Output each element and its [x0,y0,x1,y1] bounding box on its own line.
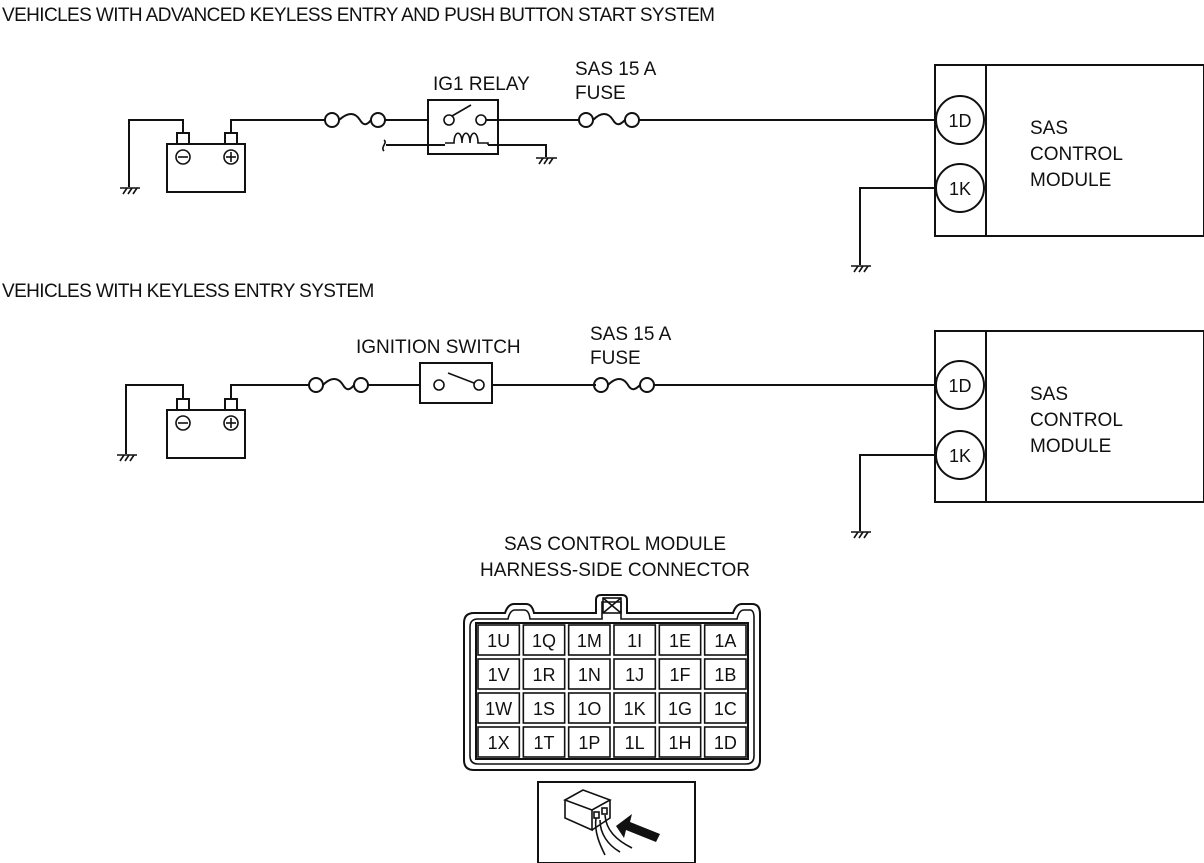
connector-cell [477,624,521,656]
module-label-line3: MODULE [1030,170,1111,191]
latch-icon [602,597,622,614]
ground-icon [120,187,140,195]
connector-cell [477,658,521,690]
module-label-line3: MODULE [1030,436,1111,457]
pin-1d-label: 1D [948,376,971,396]
connector-cell [567,658,611,690]
pin-1k-label: 1K [949,179,971,199]
connector-pin-1e: 1E [669,631,691,651]
connector-cell [567,692,611,724]
battery-icon [166,132,246,193]
connector-cell [613,726,657,758]
module-label-line1: SAS [1030,118,1068,139]
connector-pin-1g: 1G [668,699,692,719]
connector-cell [522,726,566,758]
connector-pin-1j: 1J [625,665,644,685]
sas-fuse-label-line2: FUSE [575,83,626,104]
connector-cell [703,726,747,758]
connector-cell [658,726,702,758]
connector-pin-1b: 1B [714,665,736,685]
sas-control-module: 1D 1K SAS CONTROL MODULE [934,64,1204,237]
section-title: VEHICLES WITH ADVANCED KEYLESS ENTRY AND… [2,5,714,26]
connector-pin-1o: 1O [577,699,601,719]
sas-fuse-label-line2: FUSE [590,348,641,369]
connector-cell [658,692,702,724]
connector-cell [658,658,702,690]
battery-icon [166,398,246,459]
connector-pin-1r: 1R [532,665,555,685]
connector-title-line1: SAS CONTROL MODULE [504,534,726,555]
connector-pin-1q: 1Q [532,631,556,651]
connector-cell [703,658,747,690]
section-title: VEHICLES WITH KEYLESS ENTRY SYSTEM [2,281,374,302]
module-label-line1: SAS [1030,384,1068,405]
harness-connector: SAS CONTROL MODULE HARNESS-SIDE CONNECTO… [463,534,761,771]
fuse-icon [578,112,640,128]
connector-cell [703,624,747,656]
connector-pin-1f: 1F [669,665,690,685]
connector-pin-1v: 1V [488,665,510,685]
connector-pin-1s: 1S [533,699,555,719]
section-advanced-keyless: VEHICLES WITH ADVANCED KEYLESS ENTRY AND… [2,5,1204,273]
sas-fuse-label: SAS 15 A [590,324,672,345]
connector-pin-1u: 1U [487,631,510,651]
connector-pin-1c: 1C [714,699,737,719]
connector-grid: 1U 1Q 1M 1I 1E 1A 1V 1R 1N 1J 1F 1B 1W 1S 1O 1K 1G 1C 1X 1T… [477,624,747,758]
connector-cell [477,692,521,724]
sas-fuse-label: SAS 15 A [575,59,657,80]
ig1-relay-label: IG1 RELAY [433,74,530,95]
connector-pin-1i: 1I [627,631,642,651]
connector-cell [567,726,611,758]
ground-icon [117,454,137,462]
connector-cell [477,726,521,758]
ground-icon [851,265,871,273]
harness-side-view-icon [537,781,696,863]
connector-cell [522,658,566,690]
connector-pin-1n: 1N [578,665,601,685]
pin-1k-label: 1K [949,446,971,466]
connector-pin-1x: 1X [488,733,510,753]
ground-icon [851,531,871,539]
fuse-icon [324,112,386,128]
connector-pin-1d: 1D [714,733,737,753]
module-label-line2: CONTROL [1030,144,1123,165]
connector-cell [613,658,657,690]
connector-cell [522,692,566,724]
connector-cell [567,624,611,656]
connector-cell [613,624,657,656]
connector-pin-1k: 1K [624,699,646,719]
connector-cell [613,692,657,724]
ignition-switch-icon [419,362,493,404]
connector-title-line2: HARNESS-SIDE CONNECTOR [480,560,750,581]
connector-pin-1l: 1L [625,733,645,753]
fuse-icon [593,377,655,393]
connector-pin-1t: 1T [533,733,554,753]
connector-pin-1p: 1P [578,733,600,753]
connector-pin-1a: 1A [714,631,736,651]
ignition-switch-label: IGNITION SWITCH [356,337,521,358]
fuse-icon [308,377,369,393]
sas-control-module: 1D 1K SAS CONTROL MODULE [934,330,1204,503]
module-label-line2: CONTROL [1030,410,1123,431]
section-keyless-entry: VEHICLES WITH KEYLESS ENTRY SYSTEM IGNIT… [2,281,1204,539]
connector-cell [522,624,566,656]
connector-pin-1m: 1M [577,631,602,651]
connector-pin-1h: 1H [668,733,691,753]
ground-icon [536,157,557,165]
connector-pin-1w: 1W [485,699,512,719]
connector-cell [658,624,702,656]
pin-1d-label: 1D [948,111,971,131]
connector-cell [703,692,747,724]
